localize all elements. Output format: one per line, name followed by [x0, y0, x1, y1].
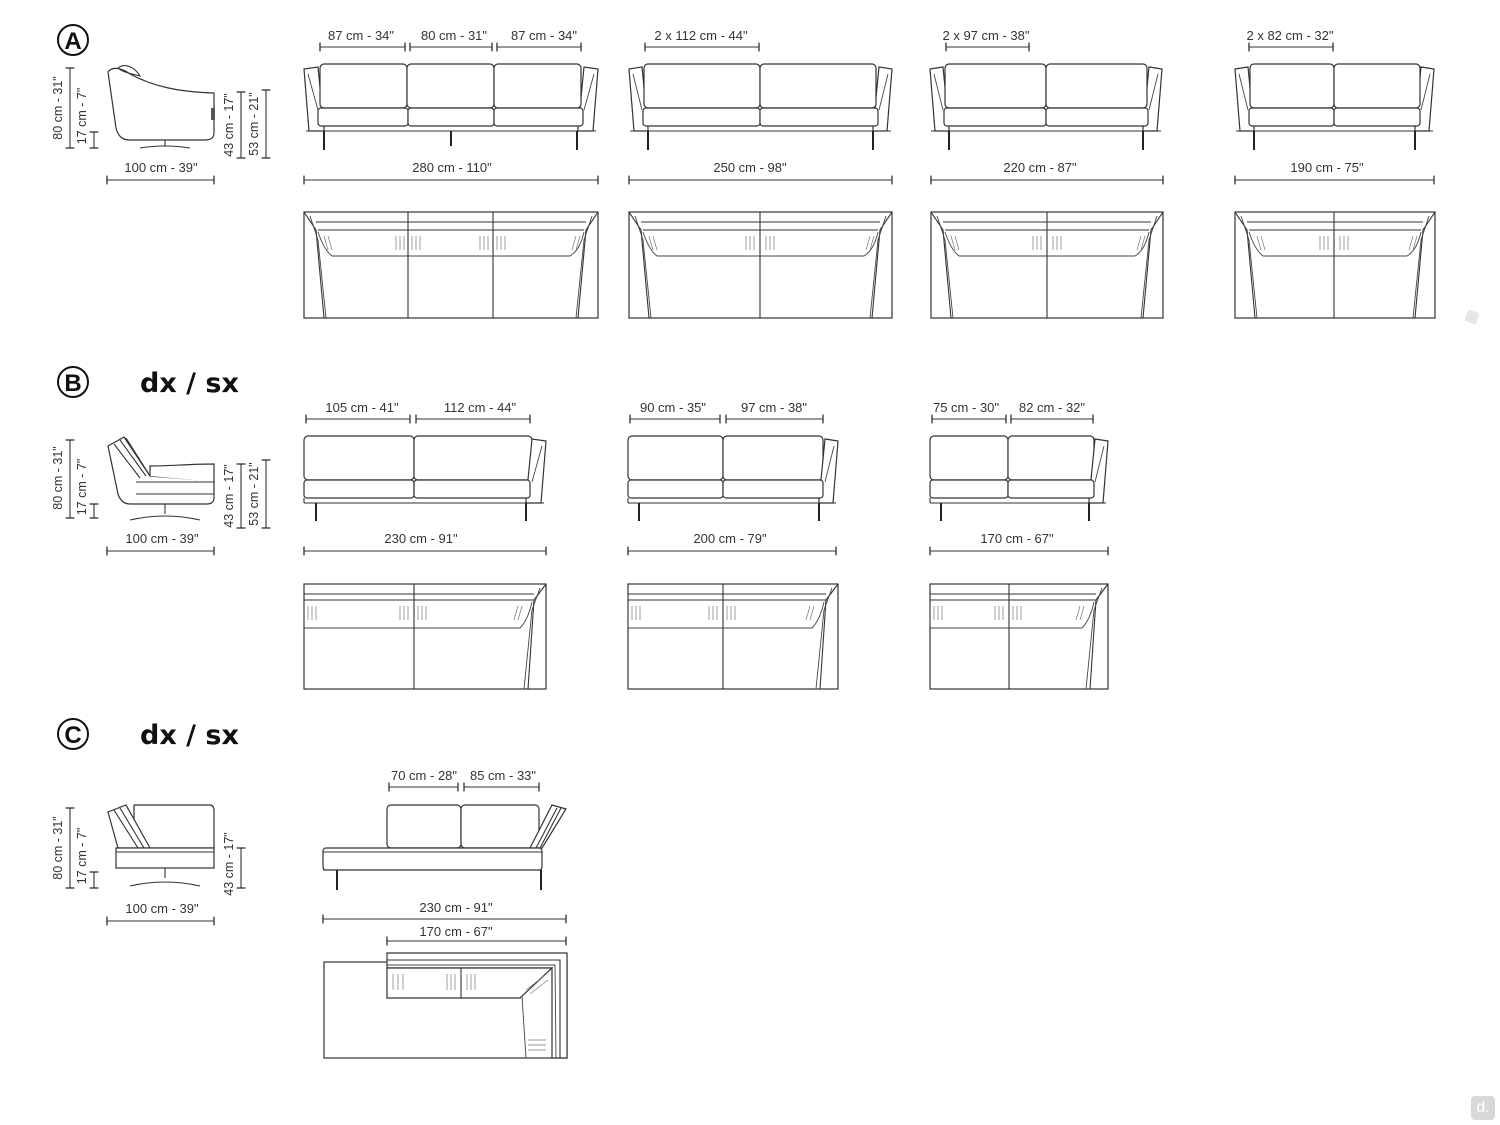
brand-logo-icon: d.: [1471, 1096, 1495, 1120]
sofa-280-seat2-dim: 80 cm - 31": [421, 28, 487, 43]
sofa-b-170-seat1-dim: 75 cm - 30": [933, 400, 999, 415]
sofa-220-seat-dim: 2 x 97 cm - 38": [943, 28, 1030, 43]
sofa-b-200-plan: [627, 583, 839, 690]
sofa-220-width-dim: 220 cm - 87": [1003, 160, 1077, 175]
brand-logo-text: d.: [1476, 1099, 1490, 1116]
section-c-variant: dx / sx: [140, 720, 239, 751]
sofa-b-170-front: 75 cm - 30" 82 cm - 32" 170 cm - 67": [929, 400, 1109, 556]
section-c-seat-dim: 43 cm - 17": [222, 832, 236, 896]
sofa-250-seat-dim: 2 x 112 cm - 44": [654, 28, 748, 43]
sofa-190-seat-dim: 2 x 82 cm - 32": [1247, 28, 1334, 43]
sofa-250-front: 2 x 112 cm - 44" 250 cm - 98": [628, 28, 893, 185]
sofa-b-230-seat2-dim: 112 cm - 44": [444, 400, 517, 415]
sofa-b-230-front: 105 cm - 41" 112 cm - 44" 230 cm - 91": [303, 400, 547, 556]
section-a-letter: A: [64, 28, 81, 55]
section-b-letter: B: [64, 370, 81, 397]
sofa-b-170-width-dim: 170 cm - 67": [980, 531, 1054, 546]
sofa-b-200-width-dim: 200 cm - 79": [693, 531, 767, 546]
chaise-seat1-dim: 70 cm - 28": [391, 768, 457, 783]
sofa-250-plan: [628, 211, 893, 319]
chaise-inner-dim: 170 cm - 67": [419, 924, 493, 939]
sofa-280-front: 87 cm - 34" 80 cm - 31" 87 cm - 34" 280 …: [303, 28, 599, 185]
section-a-seat-dim: 43 cm - 17": [222, 93, 236, 157]
chaise-width-dim: 230 cm - 91": [419, 900, 493, 915]
section-c: C dx / sx 80 cm - 31" 17 cm - 7" 43 cm -…: [51, 718, 568, 1059]
section-c-side-profile: 80 cm - 31" 17 cm - 7" 43 cm - 17" 100 c…: [51, 804, 246, 926]
chaise-front: 70 cm - 28" 85 cm - 33" 230 cm - 91" 170…: [322, 768, 567, 946]
sofa-b-200-seat1-dim: 90 cm - 35": [640, 400, 706, 415]
section-c-letter: C: [64, 722, 81, 749]
sofa-b-230-seat1-dim: 105 cm - 41": [325, 400, 399, 415]
section-b: B dx / sx 80 cm - 31" 17 cm - 7" 43 cm -…: [51, 366, 1109, 690]
sofa-190-plan: [1234, 211, 1436, 319]
sofa-250-width-dim: 250 cm - 98": [713, 160, 787, 175]
section-b-variant: dx / sx: [140, 368, 239, 399]
chaise-plan: [323, 952, 568, 1059]
section-b-arm-dim: 53 cm - 21": [247, 462, 261, 526]
section-a-badge: [57, 24, 89, 56]
section-b-depth-dim: 100 cm - 39": [125, 531, 199, 546]
section-c-depth-dim: 100 cm - 39": [125, 901, 199, 916]
section-a-leg-dim: 17 cm - 7": [75, 88, 89, 145]
section-a-side-profile: 80 cm - 31" 17 cm - 7" 43 cm - 17" 53 cm…: [51, 65, 271, 185]
section-a-depth-dim: 100 cm - 39": [124, 160, 198, 175]
section-b-side-profile: 80 cm - 31" 17 cm - 7" 43 cm - 17" 53 cm…: [51, 436, 271, 556]
sofa-220-plan: [930, 211, 1164, 319]
section-a-arm-dim: 53 cm - 21": [247, 92, 261, 156]
section-a-height-dim: 80 cm - 31": [51, 76, 65, 140]
chaise-seat2-dim: 85 cm - 33": [470, 768, 536, 783]
section-c-badge: [57, 718, 89, 750]
section-a: A 80 cm - 31" 17 cm - 7" 43 cm - 17" 53 …: [51, 24, 1436, 319]
sofa-b-230-plan: [303, 583, 547, 690]
sofa-280-seat3-dim: 87 cm - 34": [511, 28, 577, 43]
section-c-height-dim: 80 cm - 31": [51, 816, 65, 880]
sofa-b-170-seat2-dim: 82 cm - 32": [1019, 400, 1085, 415]
section-b-leg-dim: 17 cm - 7": [75, 459, 89, 516]
sofa-190-width-dim: 190 cm - 75": [1290, 160, 1364, 175]
sofa-b-200-front: 90 cm - 35" 97 cm - 38" 200 cm - 79": [627, 400, 839, 556]
sofa-280-seat1-dim: 87 cm - 34": [328, 28, 394, 43]
sofa-b-170-plan: [929, 583, 1109, 690]
sofa-b-200-seat2-dim: 97 cm - 38": [741, 400, 807, 415]
sofa-280-plan: [303, 211, 599, 319]
section-b-seat-dim: 43 cm - 17": [222, 464, 236, 528]
sofa-190-front: 2 x 82 cm - 32" 190 cm - 75": [1234, 28, 1435, 185]
section-c-leg-dim: 17 cm - 7": [75, 828, 89, 885]
section-b-height-dim: 80 cm - 31": [51, 446, 65, 510]
sofa-b-230-width-dim: 230 cm - 91": [384, 531, 458, 546]
section-b-badge: [57, 366, 89, 398]
sofa-220-front: 2 x 97 cm - 38" 220 cm - 87": [929, 28, 1164, 185]
sofa-280-width-dim: 280 cm - 110": [412, 160, 492, 175]
